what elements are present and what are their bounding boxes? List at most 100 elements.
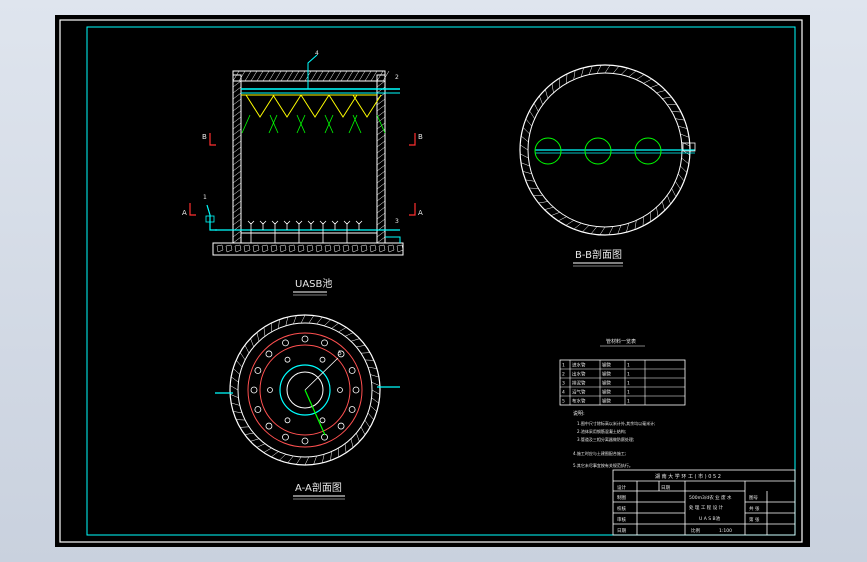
wall-hatch-line	[376, 152, 386, 160]
section-bb-view: B-B剖面图	[519, 64, 696, 267]
slab-hatch-line	[256, 70, 264, 82]
ring-hatch-line	[239, 352, 246, 361]
ring-hatch-line	[520, 144, 529, 151]
wall-hatch-line	[376, 230, 386, 238]
aa-inner-ring-2	[286, 371, 324, 409]
wall-hatch-line	[232, 200, 242, 208]
slab-hatch-line	[364, 70, 372, 82]
tb-label-draw: 制图	[617, 494, 626, 501]
section-mark-b-left	[209, 133, 216, 146]
ring-hatch-line	[550, 212, 560, 216]
top-slab	[232, 70, 386, 82]
wall-hatch-line	[232, 230, 242, 238]
wall-hatch-line	[376, 104, 386, 112]
note-line-3: 3.管道及三相分离器做防腐处理;	[577, 436, 634, 442]
wall-hatch-line	[376, 158, 386, 166]
wall-hatch-line	[232, 116, 242, 124]
tb-scale: 1:100	[719, 528, 732, 534]
ring-hatch-line	[235, 360, 243, 368]
ring-hatch-line	[650, 84, 660, 88]
ring-hatch-line	[681, 157, 690, 165]
aggregate-mark	[396, 244, 404, 253]
ring-hatch-line	[590, 226, 598, 235]
distribution-hole	[348, 406, 356, 413]
aggregate-mark	[333, 244, 341, 253]
ring-hatch-line	[519, 153, 529, 159]
ring-hatch-line	[233, 368, 240, 375]
wall-hatch	[232, 70, 390, 244]
ring-hatch-line	[250, 438, 260, 442]
ring-hatch-line	[678, 125, 688, 129]
ring-hatch-line	[551, 83, 554, 93]
distribution-hole	[321, 339, 328, 347]
tb-label-design: 设计	[617, 484, 626, 491]
aggregate-mark	[360, 244, 368, 253]
section-mark-b-right	[409, 133, 416, 146]
aggregate-mark	[288, 244, 296, 253]
aa-inner-ring	[279, 364, 331, 416]
slab-hatch-line	[232, 70, 240, 82]
aggregate-mark	[270, 244, 278, 253]
wall-hatch-line	[232, 134, 242, 142]
aa-wall-hatch	[230, 314, 380, 466]
nozzle-head	[259, 220, 267, 225]
separator-hood	[328, 94, 358, 118]
nozzle-head	[355, 220, 363, 225]
outer-frame	[59, 19, 803, 543]
note-line-5: 5.其它未尽事宜按有关规范执行。	[573, 462, 633, 468]
wall-hatch-line	[232, 92, 242, 100]
wall-hatch-line	[376, 164, 386, 172]
ring-hatch-line	[582, 225, 590, 233]
slab-hatch-line	[268, 70, 276, 82]
nozzle-head	[319, 220, 327, 225]
tb-right-label-3: 第 张	[749, 516, 760, 523]
distribution-hole	[282, 433, 289, 441]
aa-distribution-holes	[250, 335, 360, 445]
aggregate-mark	[234, 244, 242, 253]
slab-hatch-line	[382, 70, 390, 82]
section-label-a-left: A	[182, 209, 187, 217]
note-line-2: 2.池体采用钢筋混凝土结构;	[577, 428, 626, 434]
tb-date-label: 日期	[661, 485, 670, 491]
bb-outlet	[682, 142, 696, 152]
ring-hatch-line	[367, 412, 375, 420]
table-cell: 钢管	[602, 389, 611, 396]
ring-hatch-line	[313, 455, 317, 465]
ring-hatch-line	[680, 133, 690, 138]
ring-hatch-line	[617, 225, 622, 235]
distribution-hole	[337, 387, 343, 393]
aa-radius-line-2	[304, 389, 326, 436]
section-aa-view: 5 A-A剖面图	[215, 314, 400, 500]
wall-hatch-line	[376, 86, 386, 94]
callout-5: 5	[338, 350, 342, 357]
ring-hatch-line	[573, 223, 582, 230]
bb-separator-3	[634, 137, 662, 165]
tb-project-1: 500m3/d农 业 废 水	[689, 494, 732, 501]
title-block-border	[612, 469, 796, 536]
ring-hatch-line	[656, 207, 659, 217]
ring-hatch-line	[304, 456, 310, 466]
distribution-hole	[254, 367, 262, 374]
wall-hatch-line	[232, 182, 242, 190]
wall-hatch-line	[232, 98, 242, 106]
ring-hatch-line	[580, 67, 584, 77]
aggregate-mark	[369, 244, 377, 253]
ring-hatch-line	[324, 319, 331, 326]
design-notes: 说明: 1.图中尺寸除标高以米计外,其余均以毫米计; 2.池体采用钢筋混凝土结构…	[573, 410, 655, 468]
distribution-hole	[337, 422, 345, 430]
ring-hatch-line	[230, 385, 239, 391]
separator-hood	[272, 94, 302, 118]
ring-hatch-line	[244, 432, 254, 435]
ring-hatch-line	[371, 381, 380, 387]
distribution-hole	[319, 417, 326, 424]
ring-hatch-line	[588, 65, 593, 75]
aggregate-mark	[243, 244, 251, 253]
wall-hatch-line	[232, 158, 242, 166]
ring-hatch-line	[620, 67, 628, 75]
wall-hatch-line	[376, 176, 386, 184]
aggregate-mark	[261, 244, 269, 253]
distribution-hole	[250, 386, 258, 394]
separator-hood	[300, 94, 330, 118]
aa-mid-ring	[259, 344, 351, 436]
